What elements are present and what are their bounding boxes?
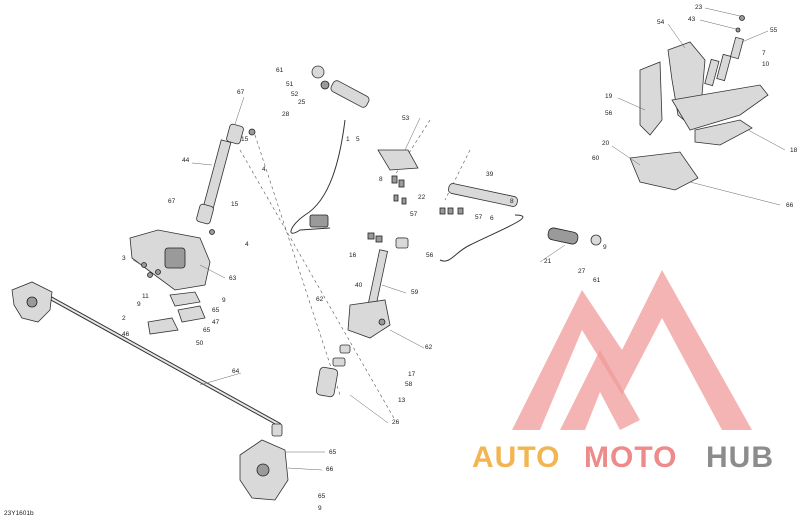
callout-1: 1 (346, 136, 350, 143)
callout-64: 64 (232, 368, 240, 375)
callout-57b: 57 (475, 214, 483, 221)
callout-20: 20 (602, 140, 610, 147)
callout-22: 22 (418, 194, 426, 201)
callout-15: 15 (241, 136, 249, 143)
callout-63: 63 (229, 275, 237, 282)
callout-7: 7 (762, 50, 766, 57)
callouts: 23 43 54 55 7 10 19 56 18 20 60 66 61 51… (122, 4, 798, 512)
callout-55: 55 (770, 27, 778, 34)
callout-9b: 9 (137, 301, 141, 308)
steering-gearbox (129, 229, 211, 335)
callout-2: 2 (122, 315, 126, 322)
callout-59: 59 (411, 289, 419, 296)
callout-11: 11 (142, 293, 149, 300)
leader-lines (132, 7, 786, 471)
callout-62b: 62 (425, 344, 433, 351)
callout-62a: 62 (316, 296, 324, 303)
callout-67b: 67 (168, 198, 176, 205)
callout-25: 25 (298, 99, 306, 106)
watermark-logo (512, 270, 752, 430)
alignment-line (254, 134, 341, 396)
knuckle-left (11, 281, 53, 323)
watermark-text-auto: AUTO (472, 441, 560, 474)
callout-5: 5 (356, 136, 360, 143)
callout-19: 19 (605, 93, 613, 100)
callout-65a: 65 (212, 307, 220, 314)
callout-61: 61 (276, 67, 284, 74)
callout-44: 44 (182, 157, 190, 164)
callout-65c: 65 (329, 449, 337, 456)
connector (309, 214, 329, 228)
callout-23: 23 (695, 4, 703, 11)
callout-4b: 4 (245, 241, 249, 248)
handlebar-grip-left (311, 65, 419, 171)
callout-9c: 9 (222, 297, 226, 304)
callout-43: 43 (688, 16, 696, 23)
callout-10: 10 (762, 61, 770, 68)
callout-15b: 15 (231, 201, 239, 208)
callout-18: 18 (790, 147, 798, 154)
callout-9a: 9 (603, 244, 607, 251)
callout-39: 39 (486, 171, 494, 178)
callout-4: 4 (262, 166, 266, 173)
callout-61b: 61 (593, 277, 601, 284)
watermark-text-hub: HUB (706, 441, 774, 474)
callout-52: 52 (291, 91, 299, 98)
callout-40: 40 (355, 282, 363, 289)
callout-3: 3 (122, 255, 126, 262)
callout-65b: 65 (203, 327, 211, 334)
callout-9d: 9 (318, 505, 322, 512)
steering-shaft (196, 123, 256, 235)
callout-51: 51 (286, 81, 294, 88)
callout-6: 6 (490, 215, 494, 222)
tie-rod (44, 293, 281, 427)
grip-heater-wire (439, 214, 524, 262)
alignment-line (239, 149, 396, 421)
drawing-reference-id: 23Y1601b (4, 510, 34, 517)
callout-66b: 66 (326, 466, 334, 473)
callout-57: 57 (410, 211, 418, 218)
watermark-text-moto: MOTO (584, 441, 677, 474)
callout-13: 13 (398, 397, 406, 404)
callout-50: 50 (196, 340, 204, 347)
callout-8: 8 (379, 176, 383, 183)
throttle-cable (290, 119, 346, 234)
bracket-assembly (629, 15, 769, 191)
callout-17: 17 (408, 371, 416, 378)
steering-column (315, 237, 409, 398)
callout-56b: 56 (426, 252, 434, 259)
callout-26: 26 (392, 419, 400, 426)
handlebar-tube (448, 183, 602, 246)
callout-60: 60 (592, 155, 600, 162)
callout-53: 53 (402, 115, 410, 122)
callout-46: 46 (122, 331, 130, 338)
callout-28: 28 (282, 111, 290, 118)
knuckle-right (239, 423, 289, 501)
callout-27: 27 (578, 268, 586, 275)
callout-65d: 65 (318, 493, 326, 500)
callout-66: 66 (786, 202, 794, 209)
callout-56: 56 (605, 110, 613, 117)
callout-54: 54 (657, 19, 665, 26)
callout-16: 16 (349, 252, 357, 259)
callout-8b: 8 (510, 198, 514, 205)
callout-21: 21 (544, 258, 552, 265)
callout-58: 58 (405, 381, 413, 388)
callout-67: 67 (237, 89, 245, 96)
callout-47: 47 (212, 319, 220, 326)
